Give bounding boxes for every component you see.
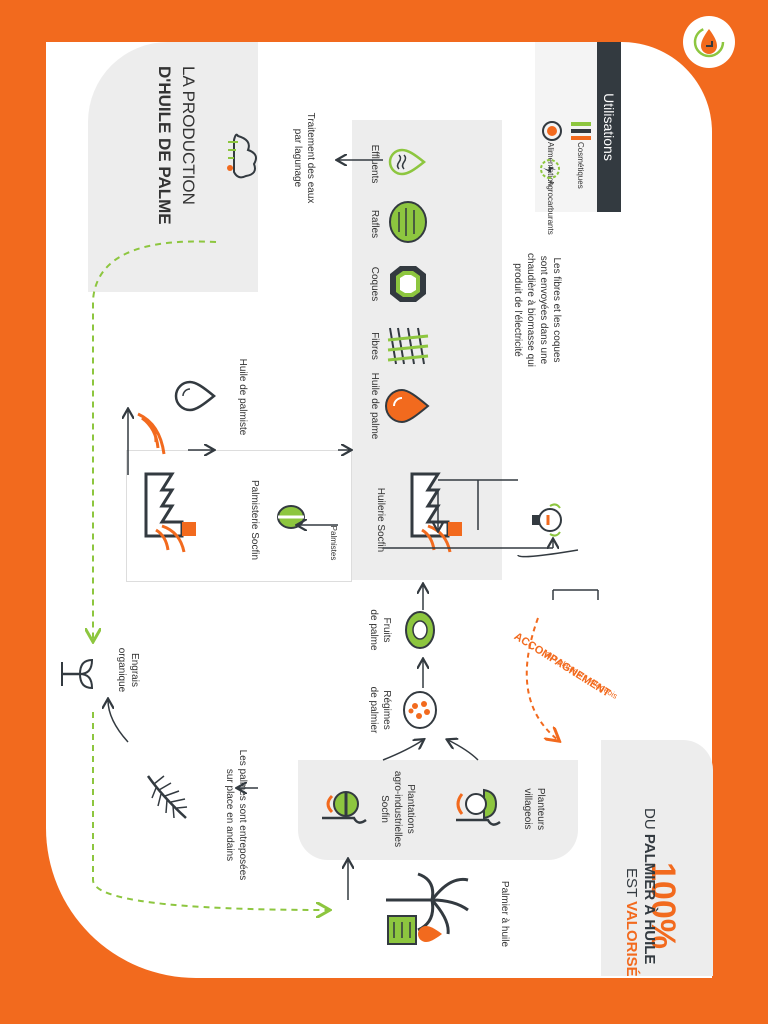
smallholder-worker-icon bbox=[456, 788, 501, 826]
palm-oil-drop-icon bbox=[385, 388, 430, 424]
oil-palm-tree-icon bbox=[386, 872, 469, 945]
kernel-oil-drop-icon bbox=[174, 380, 216, 412]
smoke-plume-icon bbox=[137, 412, 166, 455]
utilisations-panel: Utilisations Cosmétiques Alimentation Ag… bbox=[535, 42, 621, 235]
biofuel-icon bbox=[540, 159, 560, 179]
effluents-icon bbox=[388, 148, 427, 176]
stalks-icon bbox=[389, 201, 427, 243]
palm-frond-icon bbox=[146, 775, 188, 819]
shells-icon bbox=[390, 266, 426, 302]
fibres-icon bbox=[387, 327, 429, 365]
fertilizer-sprout-icon bbox=[61, 658, 94, 690]
cosmetics-icon bbox=[571, 122, 591, 140]
food-icon bbox=[542, 121, 562, 141]
palm-fruit-icon bbox=[405, 611, 435, 649]
fruit-bunch-icon bbox=[403, 691, 437, 729]
electricity-bulb-icon bbox=[532, 503, 562, 537]
socfin-drop-logo-icon bbox=[683, 16, 735, 68]
kernel-mill-factory-icon bbox=[144, 472, 196, 553]
lagoon-treatment-icon bbox=[227, 133, 257, 179]
plantation-worker-icon bbox=[322, 791, 367, 824]
